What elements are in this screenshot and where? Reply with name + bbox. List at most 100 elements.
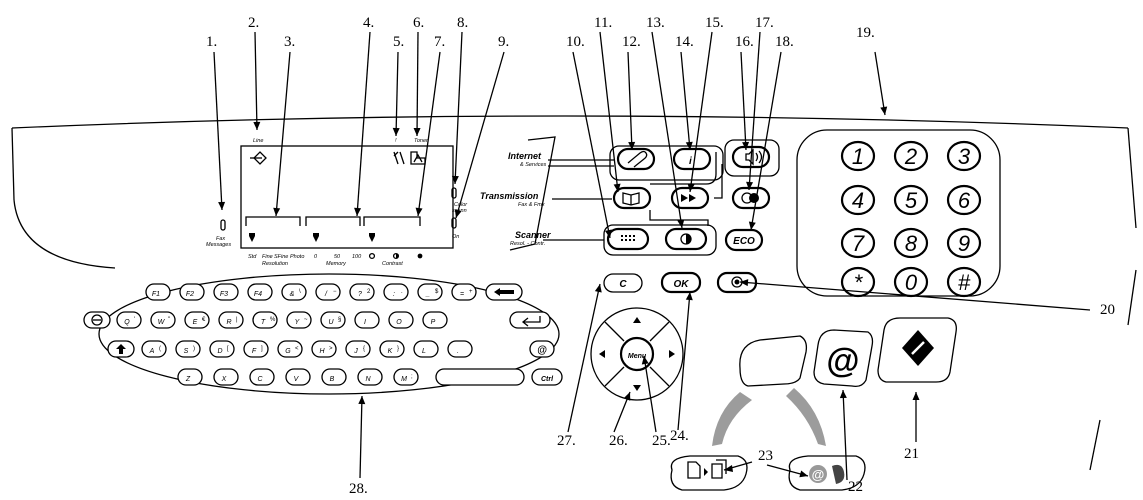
directory-button[interactable]: [612, 186, 652, 210]
contrast-button[interactable]: [664, 227, 708, 251]
key-row3-3[interactable]: F]: [243, 340, 269, 358]
keypad-key-label: 6: [958, 188, 971, 213]
scan-mode-icon: @: [788, 455, 866, 491]
callout-number: 11.: [594, 15, 612, 31]
callout-number: 4.: [363, 15, 374, 31]
callout-number: 20: [1100, 302, 1115, 318]
space-key[interactable]: [435, 368, 525, 386]
callout-6: 6.: [413, 15, 424, 137]
enter-icon: [521, 316, 541, 327]
callout-number: 5.: [393, 34, 404, 50]
key-row1-0[interactable]: F1: [145, 283, 171, 301]
color-copy-button[interactable]: [731, 186, 771, 210]
key-row1-5[interactable]: /−: [315, 283, 341, 301]
nav-ring: [590, 307, 684, 401]
key-row4-5[interactable]: N: [357, 368, 383, 386]
nav-up-icon[interactable]: [633, 317, 641, 323]
key-row3-4[interactable]: G<: [277, 340, 303, 358]
nav-right-icon[interactable]: [669, 350, 675, 358]
key-row3-8[interactable]: L: [413, 340, 439, 358]
keypad-key-2[interactable]: 2: [893, 140, 929, 172]
navigation-pad: Menu: [590, 307, 684, 401]
key-row4-4[interactable]: B: [321, 368, 347, 386]
key-row3-1[interactable]: S): [175, 340, 201, 358]
key-row1-7[interactable]: :.: [383, 283, 409, 301]
key-row2-2[interactable]: E€: [184, 311, 210, 329]
callout-27: 27.: [557, 283, 602, 449]
key-row2-8[interactable]: O: [388, 311, 414, 329]
shift-lock-key[interactable]: [83, 311, 111, 329]
memory-indicator-icon: [313, 233, 319, 242]
keypad-key-7[interactable]: 7: [840, 227, 876, 259]
menu-button[interactable]: Menu: [619, 336, 655, 372]
scan-to-email-button[interactable]: @: [813, 329, 874, 388]
key-row4-2[interactable]: C: [249, 368, 275, 386]
enter-key[interactable]: [509, 311, 551, 329]
key-row2-3[interactable]: R|: [218, 311, 244, 329]
key-row1-2[interactable]: F3: [213, 283, 239, 301]
start-button[interactable]: [877, 317, 957, 383]
nav-left-icon[interactable]: [599, 350, 605, 358]
keypad-key-5[interactable]: 5: [893, 184, 929, 216]
key-row3-7[interactable]: K}: [379, 340, 405, 358]
keypad-key-0[interactable]: 0: [893, 266, 929, 298]
keypad-key-8[interactable]: 8: [893, 227, 929, 259]
key-label: Y: [295, 319, 301, 326]
keypad-key-label: 4: [852, 188, 864, 213]
key-row3-6[interactable]: J{: [345, 340, 371, 358]
clear-button[interactable]: C: [603, 273, 643, 293]
menu-label: Menu: [628, 353, 647, 360]
key-row4-6[interactable]: M;: [393, 368, 419, 386]
stop-button[interactable]: [716, 271, 758, 294]
keypad-key-4[interactable]: 4: [840, 184, 876, 216]
callout-23-second-leader: [723, 461, 753, 472]
key-row2-9[interactable]: P: [422, 311, 448, 329]
eco-button[interactable]: ECO: [724, 228, 764, 252]
key-row1-3[interactable]: F4: [247, 283, 273, 301]
key-row1-6[interactable]: ?2: [349, 283, 375, 301]
key-row2-5[interactable]: Y~: [286, 311, 312, 329]
email-button[interactable]: [616, 147, 656, 171]
keypad-key-hash[interactable]: #: [946, 266, 982, 298]
key-row2-0[interactable]: Q': [116, 311, 142, 329]
key-row1-9[interactable]: =+: [451, 283, 477, 301]
shift-key[interactable]: [107, 340, 135, 358]
fast-forward-button[interactable]: [670, 186, 710, 210]
key-row4-1[interactable]: X: [213, 368, 239, 386]
key-row2-4[interactable]: T%: [252, 311, 278, 329]
key-row3-0[interactable]: A(: [141, 340, 167, 358]
key-row4-0[interactable]: Z: [177, 368, 203, 386]
keypad-key-1[interactable]: 1: [840, 140, 876, 172]
key-row4-3[interactable]: V: [285, 368, 311, 386]
key-row2-7[interactable]: I: [354, 311, 380, 329]
callout-17: 17.: [746, 15, 774, 191]
key-row1-8[interactable]: _$: [417, 283, 443, 301]
nav-down-icon[interactable]: [633, 385, 641, 391]
key-row2-6[interactable]: U§: [320, 311, 346, 329]
keypad-key-6[interactable]: 6: [946, 184, 982, 216]
key-sub-label: ]: [261, 346, 263, 352]
info-button[interactable]: i: [672, 147, 712, 171]
key-row1-4[interactable]: &\: [281, 283, 307, 301]
key-row3-9[interactable]: .: [447, 340, 473, 358]
key-label: S: [184, 348, 189, 355]
key-row3-5[interactable]: H>: [311, 340, 337, 358]
resolution-button[interactable]: [606, 227, 650, 251]
keypad-key-star[interactable]: *: [840, 266, 876, 298]
key-label: /: [324, 291, 328, 298]
ctrl-key[interactable]: Ctrl: [531, 368, 563, 386]
keypad-key-9[interactable]: 9: [946, 227, 982, 259]
scan-pointer-arrow: [786, 388, 826, 446]
blank-key[interactable]: [739, 335, 808, 387]
callout-number: 23: [758, 448, 773, 464]
backspace-key[interactable]: [485, 283, 523, 301]
ok-button[interactable]: OK: [660, 271, 702, 294]
key-row3-2[interactable]: D[: [209, 340, 235, 358]
transmission-sub-label: Fax & Fmx: [518, 202, 545, 208]
key-row2-1[interactable]: W": [150, 311, 176, 329]
keypad-key-3[interactable]: 3: [946, 140, 982, 172]
at-key[interactable]: @: [529, 340, 555, 358]
key-row1-1[interactable]: F2: [179, 283, 205, 301]
